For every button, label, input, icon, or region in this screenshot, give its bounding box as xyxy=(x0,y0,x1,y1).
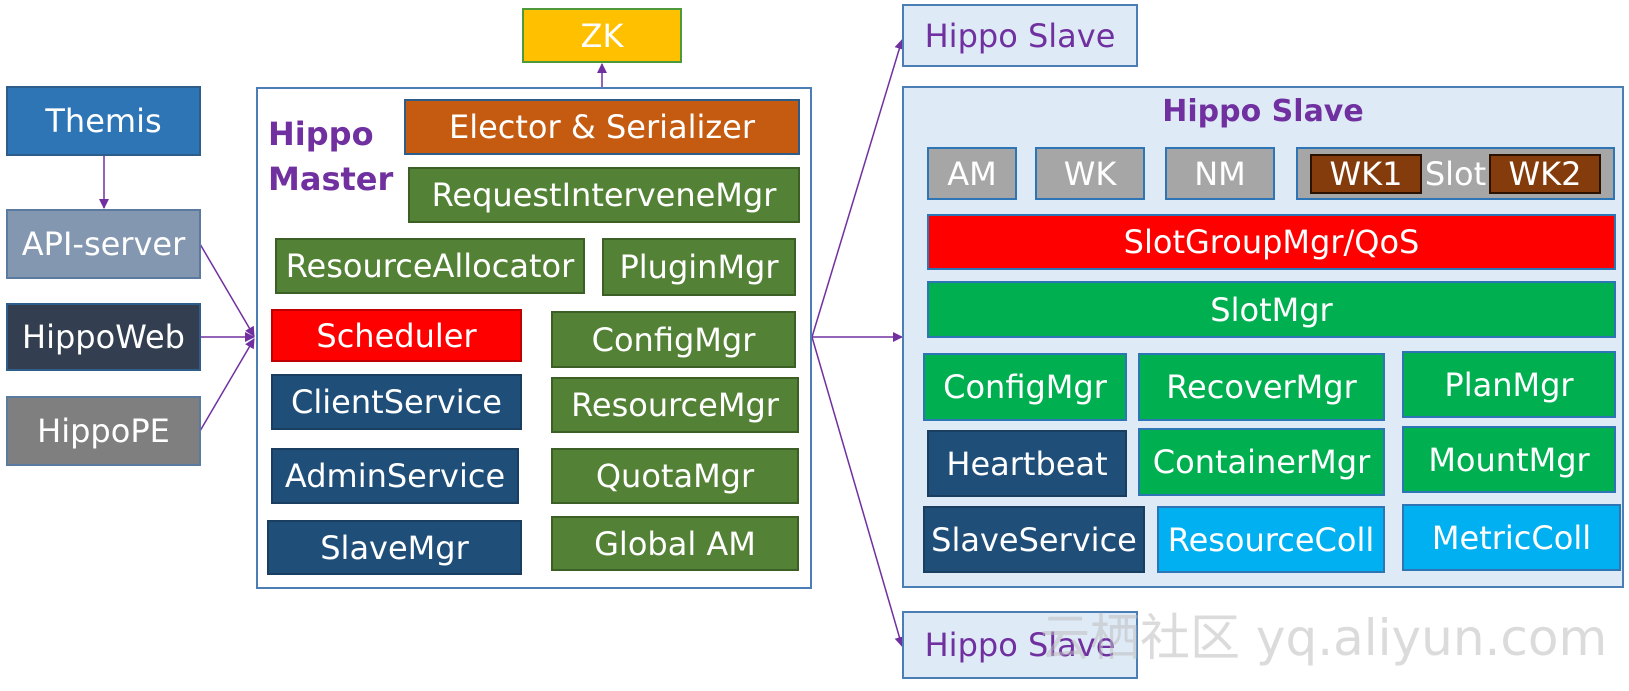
hippo-master-title-line2: Master xyxy=(268,160,394,198)
watermark-text: 云栖社区 yq.aliyun.com xyxy=(1040,609,1608,667)
slave-mgr-box: SlaveMgr xyxy=(267,520,522,575)
hippo-master-title-line1: Hippo xyxy=(268,115,374,153)
request-intervene-mgr-box: RequestInterveneMgr xyxy=(408,167,800,223)
api-server-box: API-server xyxy=(6,209,201,279)
mount-mgr-box: MountMgr xyxy=(1402,426,1616,493)
wk2-box: WK2 xyxy=(1488,153,1601,194)
arrow-api-to-master xyxy=(199,243,255,337)
resource-coll-box: ResourceColl xyxy=(1157,506,1385,573)
arrow-master-to-slave-top xyxy=(811,39,905,338)
metric-coll-box: MetricColl xyxy=(1402,504,1621,571)
master-config-mgr-box: ConfigMgr xyxy=(551,311,796,368)
master-resource-mgr-box: ResourceMgr xyxy=(551,377,799,433)
quota-mgr-box: QuotaMgr xyxy=(551,448,799,504)
slot-mgr-box: SlotMgr xyxy=(927,281,1616,338)
hippoweb-box: HippoWeb xyxy=(6,303,201,371)
resource-allocator-box: ResourceAllocator xyxy=(275,238,585,294)
slave-service-box: SlaveService xyxy=(923,506,1145,573)
wk1-box: WK1 xyxy=(1310,153,1422,194)
scheduler-box: Scheduler xyxy=(271,309,522,362)
hippo-slave-top-box: Hippo Slave xyxy=(902,4,1138,67)
global-am-box: Global AM xyxy=(551,516,799,571)
plugin-mgr-box: PluginMgr xyxy=(602,238,796,296)
nm-box: NM xyxy=(1165,147,1275,200)
slot-group-mgr-qos-box: SlotGroupMgr/QoS xyxy=(927,214,1616,270)
am-box: AM xyxy=(927,147,1017,200)
container-mgr-box: ContainerMgr xyxy=(1138,428,1385,496)
client-service-box: ClientService xyxy=(271,374,522,430)
hippo-master-title: Hippo Master xyxy=(268,112,393,202)
slot-group-box: WK1 Slot WK2 xyxy=(1296,147,1615,200)
hippope-box: HippoPE xyxy=(6,396,201,466)
admin-service-box: AdminService xyxy=(271,448,519,504)
plan-mgr-box: PlanMgr xyxy=(1402,351,1616,418)
themis-box: Themis xyxy=(6,86,201,156)
zk-box: ZK xyxy=(522,8,682,63)
recover-mgr-box: RecoverMgr xyxy=(1138,353,1385,421)
slot-label: Slot xyxy=(1424,154,1487,193)
arrow-master-to-slave-bottom xyxy=(811,336,905,647)
hippo-slave-title: Hippo Slave xyxy=(1162,94,1364,129)
heartbeat-box: Heartbeat xyxy=(927,430,1127,497)
slave-config-mgr-box: ConfigMgr xyxy=(923,353,1127,421)
arrow-pe-to-master xyxy=(199,338,255,432)
wk-box: WK xyxy=(1035,147,1145,200)
hippo-slave-bottom-box: Hippo Slave xyxy=(902,611,1138,679)
elector-serializer-box: Elector & Serializer xyxy=(404,99,800,155)
